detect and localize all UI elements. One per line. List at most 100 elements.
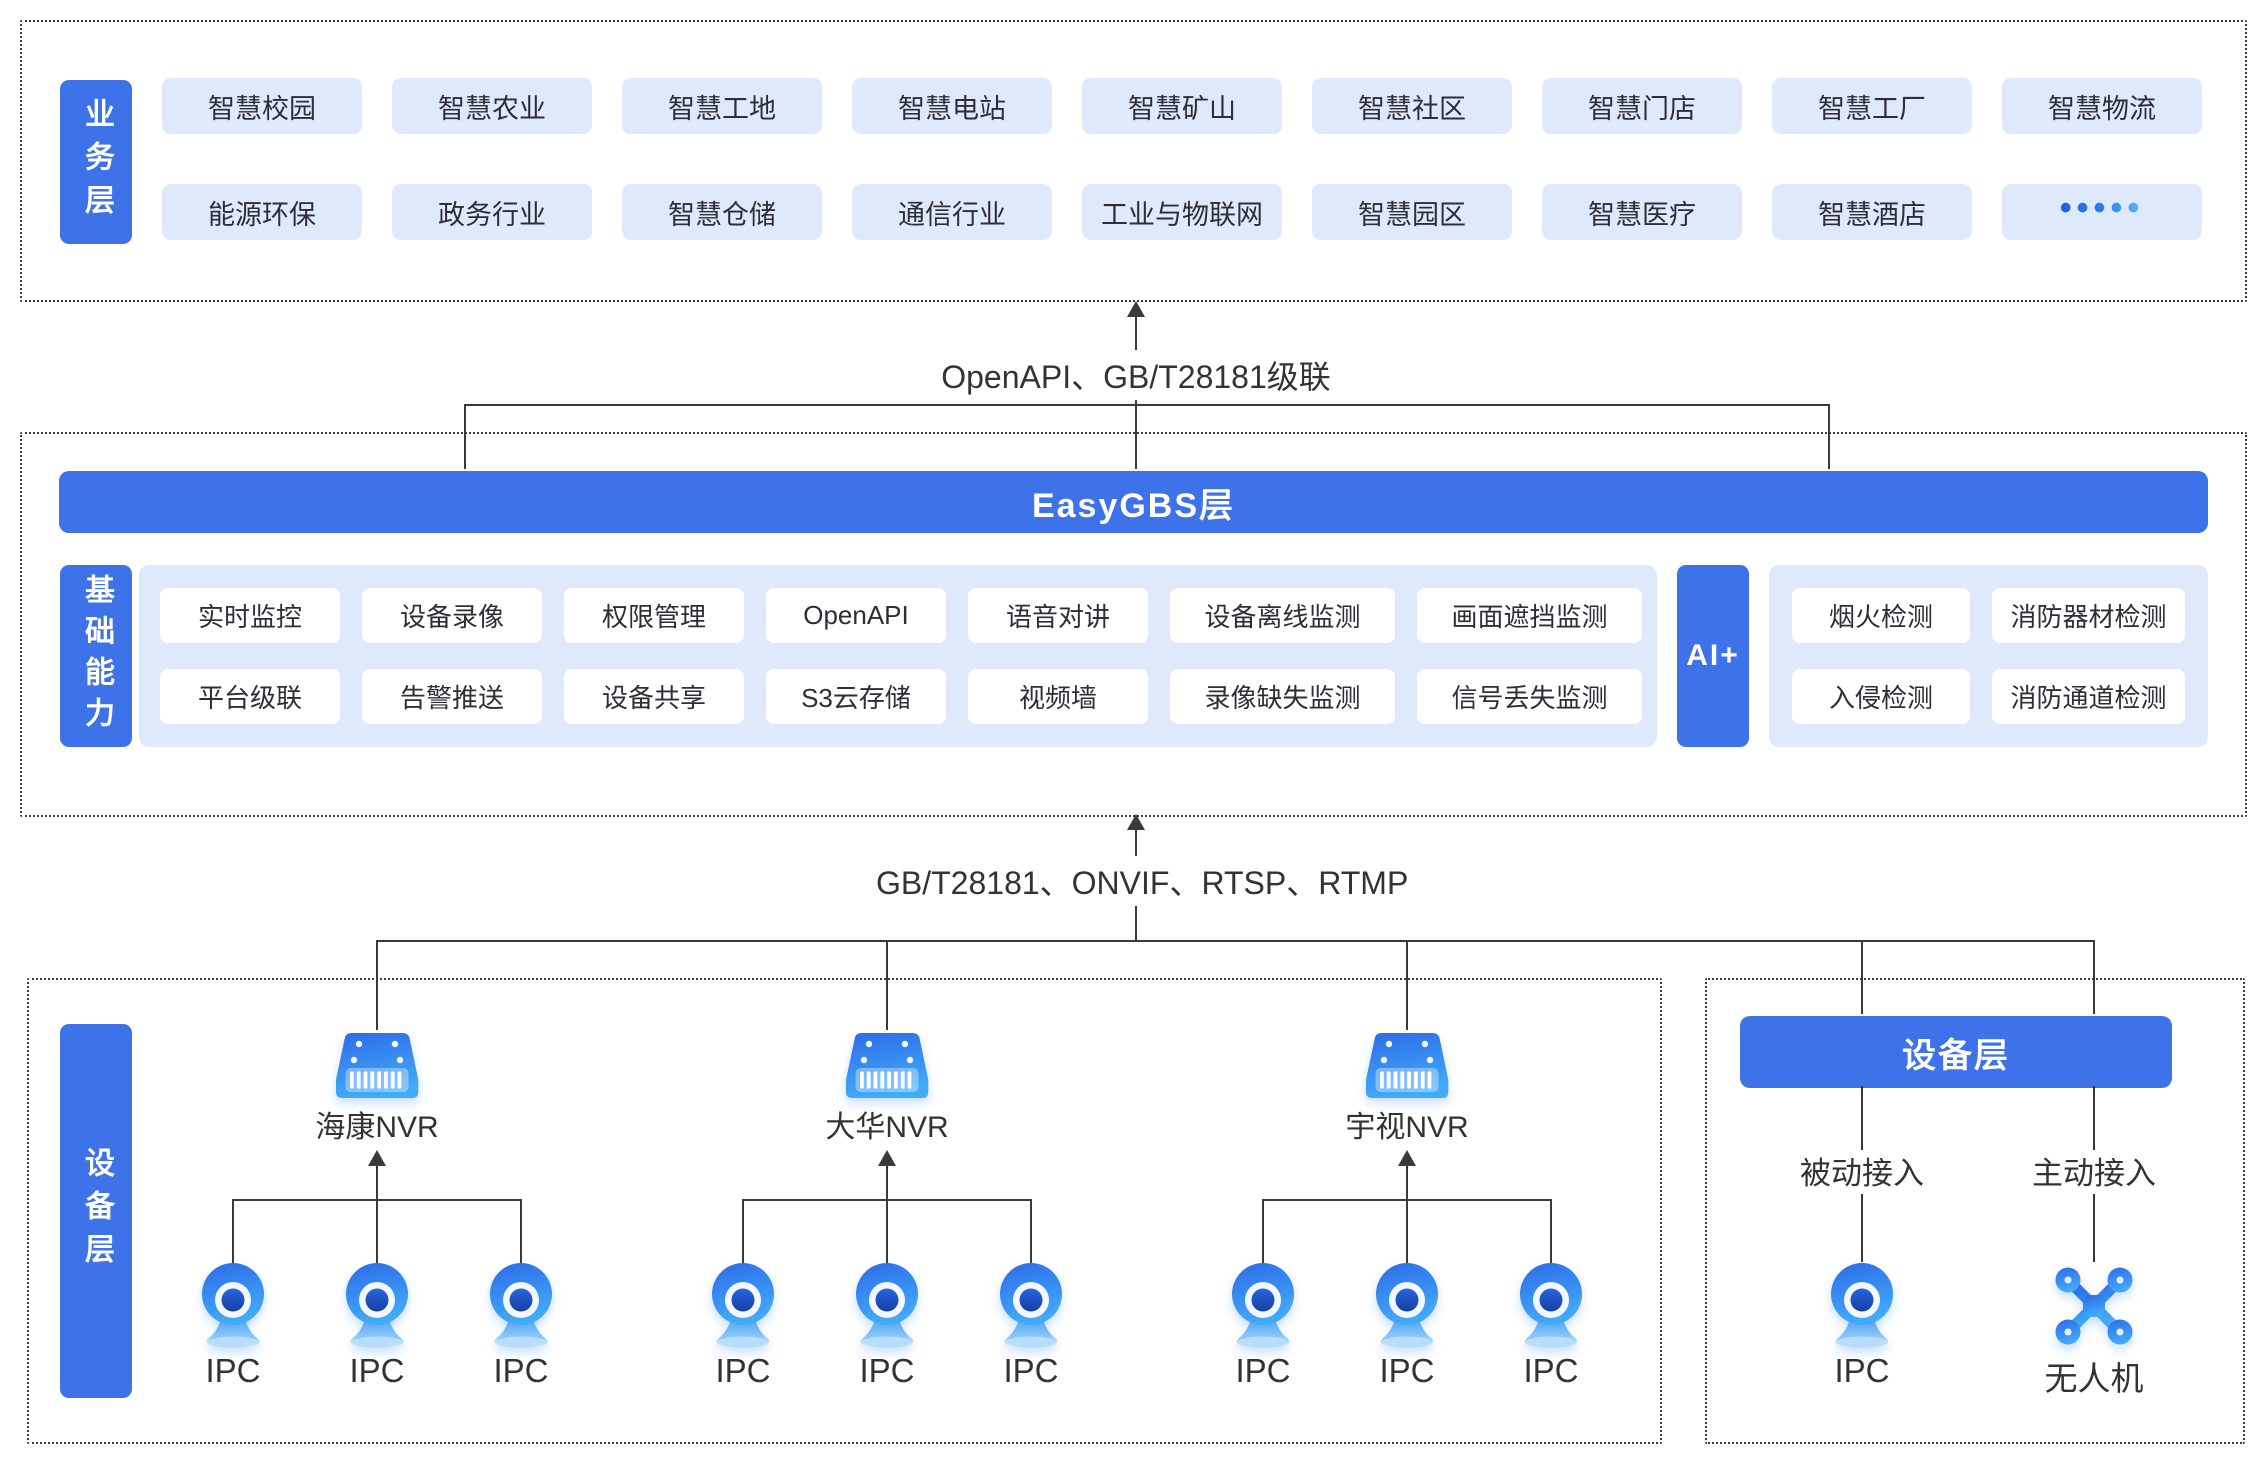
device-layer-right-box: 设备层 — [1705, 978, 2245, 1444]
nvr-icon — [846, 1033, 929, 1098]
device-layer-side-label: 设备层 — [60, 1024, 132, 1398]
camera-drop — [742, 1199, 744, 1263]
camera-drop — [1406, 1199, 1408, 1263]
business-chip: 智慧仓储 — [622, 184, 822, 240]
ai-chip: 消防器材检测 — [1992, 588, 2185, 643]
bottom-bracket-line — [376, 940, 2095, 942]
drop-to-passive-branch — [1861, 940, 1863, 1014]
top-bracket-right-drop — [1828, 404, 1830, 469]
business-chip: 智慧医疗 — [1542, 184, 1742, 240]
ipc-label: IPC — [715, 1352, 771, 1389]
bottom-protocol-label: GB/T28181、ONVIF、RTSP、RTMP — [876, 856, 1408, 906]
camera-drop — [1550, 1199, 1552, 1263]
business-chip: 智慧工厂 — [1772, 78, 1972, 134]
capability-chip: 语音对讲 — [968, 588, 1148, 643]
camera-drop — [376, 1199, 378, 1263]
ipc-camera-icon — [1000, 1263, 1062, 1348]
camera-drop — [1262, 1199, 1264, 1263]
nvr-label: 海康NVR — [315, 1111, 439, 1144]
ai-chip: 入侵检测 — [1792, 669, 1970, 724]
ipc-camera-icon — [1376, 1263, 1438, 1348]
drone-icon — [2055, 1267, 2133, 1345]
nvr-icon — [336, 1033, 419, 1098]
business-chip: 智慧酒店 — [1772, 184, 1972, 240]
capability-chip: 设备共享 — [564, 669, 744, 724]
ipc-camera-icon — [712, 1263, 774, 1348]
camera-drop — [886, 1199, 888, 1263]
capability-chip: 设备录像 — [362, 588, 542, 643]
ipc-camera-icon — [1520, 1263, 1582, 1348]
ipc-camera-icon — [856, 1263, 918, 1348]
capability-chip: OpenAPI — [766, 588, 946, 643]
passive-branch-line-upper — [1861, 1086, 1863, 1150]
business-chip: 智慧门店 — [1542, 78, 1742, 134]
arrow-up-to-easygbs — [1127, 814, 1145, 830]
ipc-camera-icon — [1232, 1263, 1294, 1348]
drop-to-nvr-1 — [376, 940, 378, 1030]
capability-chip: 权限管理 — [564, 588, 744, 643]
ipc-label: IPC — [493, 1352, 549, 1389]
arrow-up-to-nvr-2 — [878, 1150, 896, 1166]
ipc-camera-icon — [490, 1263, 552, 1348]
business-layer-box: 业务层 智慧校园 智慧农业 智慧工地 智慧电站 智慧矿山 智慧社区 智慧门店 智… — [20, 20, 2247, 302]
active-branch-line-lower — [2093, 1194, 2095, 1262]
nvr-label: 宇视NVR — [1345, 1111, 1469, 1144]
business-layer-side-label: 业务层 — [60, 80, 132, 244]
business-chip-more: ••••• — [2002, 184, 2202, 240]
nvr-icon — [1366, 1033, 1449, 1098]
capability-chip: 平台级联 — [160, 669, 340, 724]
ipc-label: IPC — [349, 1352, 405, 1389]
business-chip: 智慧社区 — [1312, 78, 1512, 134]
active-device-label: 无人机 — [2044, 1360, 2144, 1397]
nvr-3-arrow-line — [1406, 1163, 1408, 1200]
passive-access-label: 被动接入 — [1800, 1156, 1924, 1191]
ipc-label: IPC — [859, 1352, 915, 1389]
ipc-label: IPC — [1235, 1352, 1291, 1389]
ai-chip: 消防通道检测 — [1992, 669, 2185, 724]
easygbs-layer-box: EasyGBS层 基础能力 实时监控 设备录像 权限管理 OpenAPI 语音对… — [20, 432, 2247, 817]
ipc-label: IPC — [1379, 1352, 1435, 1389]
ipc-camera-icon — [202, 1263, 264, 1348]
drop-to-nvr-3 — [1406, 940, 1408, 1030]
ai-chip: 烟火检测 — [1792, 588, 1970, 643]
drop-to-active-branch — [2093, 940, 2095, 1014]
business-chip: 工业与物联网 — [1082, 184, 1282, 240]
business-chip: 智慧校园 — [162, 78, 362, 134]
business-chip: 智慧物流 — [2002, 78, 2202, 134]
business-chip: 通信行业 — [852, 184, 1052, 240]
capability-chip: S3云存储 — [766, 669, 946, 724]
ellipsis-dots-icon: ••••• — [2059, 189, 2145, 227]
ipc-camera-icon — [346, 1263, 408, 1348]
ipc-label: IPC — [1003, 1352, 1059, 1389]
capability-chip: 实时监控 — [160, 588, 340, 643]
easygbs-title-bar: EasyGBS层 — [59, 471, 2208, 533]
business-chip: 智慧园区 — [1312, 184, 1512, 240]
nvr-2-arrow-line — [886, 1163, 888, 1200]
capability-chip: 信号丢失监测 — [1417, 669, 1642, 724]
ipc-label: IPC — [205, 1352, 261, 1389]
active-branch-line-upper — [2093, 1086, 2095, 1150]
capability-chip: 画面遮挡监测 — [1417, 588, 1642, 643]
capability-chip: 视频墙 — [968, 669, 1148, 724]
nvr-label: 大华NVR — [825, 1111, 949, 1144]
arrow-up-to-nvr-1 — [368, 1150, 386, 1166]
business-chip: 政务行业 — [392, 184, 592, 240]
business-chip: 智慧工地 — [622, 78, 822, 134]
arrow-up-to-business-layer — [1127, 301, 1145, 317]
device-layer-header-bar: 设备层 — [1740, 1016, 2172, 1088]
active-access-label: 主动接入 — [2032, 1156, 2156, 1191]
nvr-1-arrow-line — [376, 1163, 378, 1200]
ipc-label: IPC — [1523, 1352, 1579, 1389]
ai-panel: 烟火检测 消防器材检测 入侵检测 消防通道检测 — [1769, 565, 2208, 747]
ai-plus-label: AI+ — [1677, 565, 1749, 747]
business-chip: 智慧矿山 — [1082, 78, 1282, 134]
capability-chip: 告警推送 — [362, 669, 542, 724]
ipc-camera-icon — [1831, 1263, 1893, 1348]
drop-to-nvr-2 — [886, 940, 888, 1030]
capabilities-panel: 实时监控 设备录像 权限管理 OpenAPI 语音对讲 设备离线监测 画面遮挡监… — [139, 565, 1657, 747]
camera-drop — [520, 1199, 522, 1263]
passive-device-label: IPC — [1834, 1352, 1890, 1389]
top-bracket-line — [464, 404, 1830, 406]
top-protocol-label: OpenAPI、GB/T28181级联 — [936, 350, 1336, 400]
